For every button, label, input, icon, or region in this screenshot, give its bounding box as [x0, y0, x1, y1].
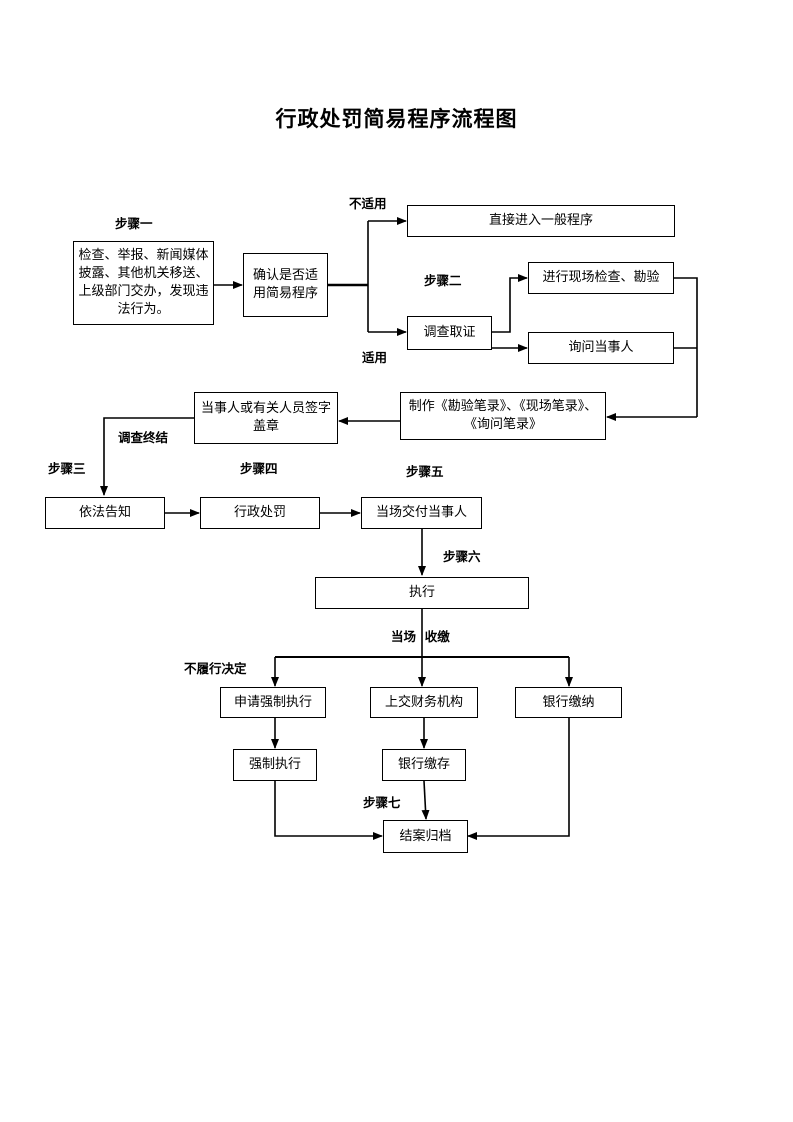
- node-submit-finance: 上交财务机构: [370, 687, 478, 718]
- investigation-end-label: 调查终结: [118, 430, 169, 445]
- node-bank-deposit: 银行缴存: [382, 749, 466, 781]
- node-onsite-inspection: 进行现场检查、勘验: [528, 262, 674, 294]
- node-sign-seal: 当事人或有关人员签字盖章: [194, 392, 338, 444]
- step-3-label: 步骤三: [48, 461, 86, 476]
- node-investigate: 调查取证: [407, 316, 492, 350]
- arrow-force-to-archive: [274, 781, 383, 840]
- node-enforcement: 强制执行: [233, 749, 317, 781]
- node-execute: 执行: [315, 577, 529, 609]
- node-penalty: 行政处罚: [200, 497, 320, 529]
- arrow-to-inspect: [492, 274, 528, 333]
- on-site-collect-label: 当场 收缴: [391, 629, 450, 644]
- page-title: 行政处罚简易程序流程图: [275, 107, 518, 131]
- not-perform-label: 不履行决定: [184, 661, 247, 676]
- node-deliver: 当场交付当事人: [361, 497, 482, 529]
- node-inquire-party: 询问当事人: [528, 332, 674, 364]
- step-7-label: 步骤七: [363, 795, 401, 810]
- node-confirm: 确认是否适用简易程序: [243, 253, 328, 317]
- node-records: 制作《勘验笔录》、《现场笔录》、《询问笔录》: [400, 392, 606, 440]
- step-6-label: 步骤六: [443, 549, 481, 564]
- node-archive: 结案归档: [383, 820, 468, 853]
- arrow-bank-to-archive: [467, 718, 570, 840]
- step-4-label: 步骤四: [240, 461, 278, 476]
- line-inspect-right: [674, 277, 698, 417]
- node-source: 检查、举报、新闻媒体披露、其他机关移送、上级部门交办，发现违法行为。: [73, 241, 214, 325]
- arrow-deposit-to-archive: [421, 780, 430, 820]
- node-apply-enforcement: 申请强制执行: [220, 687, 326, 718]
- node-notify: 依法告知: [45, 497, 165, 529]
- arrow-sign-to-notify: [100, 417, 194, 496]
- not-applicable-label: 不适用: [349, 196, 387, 211]
- node-general-procedure: 直接进入一般程序: [407, 205, 675, 237]
- step-2-label: 步骤二: [424, 273, 462, 288]
- applicable-label: 适用: [362, 350, 388, 365]
- step-1-label: 步骤一: [115, 216, 153, 231]
- step-5-label: 步骤五: [406, 464, 444, 479]
- node-bank-payment: 银行缴纳: [515, 687, 622, 718]
